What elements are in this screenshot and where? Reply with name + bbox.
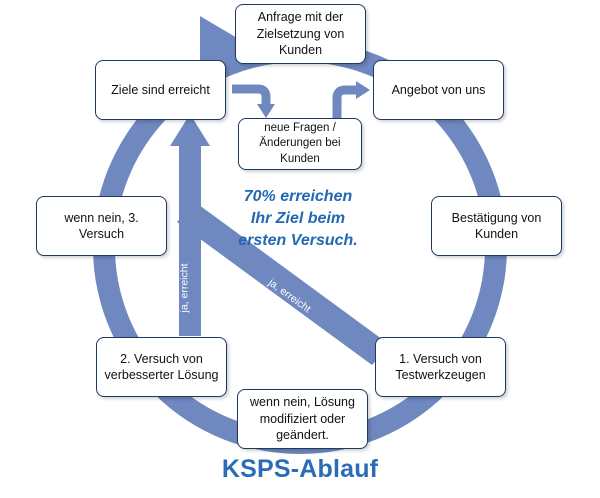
node-versuch3-label: wenn nein, 3. Versuch [64,210,139,242]
node-versuch1-label: 1. Versuch von Testwerkzeugen [395,351,486,383]
node-anfrage-label: Anfrage mit der Zielsetzung von Kunden [256,10,345,58]
node-neue-fragen: neue Fragen / Änderungen bei Kunden [238,118,362,170]
node-neue-fragen-label: neue Fragen / Änderungen bei Kunden [259,122,341,165]
node-versuch3: wenn nein, 3. Versuch [36,196,167,256]
success-rate-text: 70% erreichen Ihr Ziel beim ersten Versu… [238,188,358,250]
vertical-arrowhead [170,114,210,146]
node-angebot-label: Angebot von uns [391,82,486,97]
diagonal-success-arrow [177,202,390,365]
vertical-success-arrow [179,146,201,336]
node-versuch2-label: 2. Versuch von verbesserter Lösung [104,351,219,383]
node-angebot: Angebot von uns [373,60,504,120]
node-versuch1: 1. Versuch von Testwerkzeugen [375,337,506,397]
node-loesung-modifiziert: wenn nein, Lösung modifiziert oder geänd… [237,389,368,449]
bent-arrow-to-neue-fragen [232,84,271,106]
bent-arrowhead-down [257,104,275,118]
node-anfrage: Anfrage mit der Zielsetzung von Kunden [235,4,366,64]
node-bestaetigung-label: Bestätigung von Kunden [451,210,542,242]
bent-arrowhead-right [356,81,370,99]
vertical-arrow-label: ja, erreicht [178,263,191,313]
node-ziele-erreicht-label: Ziele sind erreicht [111,82,210,97]
diagram-title: KSPS-Ablauf [221,455,379,483]
node-versuch2: 2. Versuch von verbesserter Lösung [96,337,227,397]
node-ziele-erreicht: Ziele sind erreicht [95,60,226,120]
node-bestaetigung: Bestätigung von Kunden [431,196,562,256]
node-loesung-modifiziert-label: wenn nein, Lösung modifiziert oder geänd… [250,395,355,443]
bent-arrow-to-angebot [332,85,358,118]
